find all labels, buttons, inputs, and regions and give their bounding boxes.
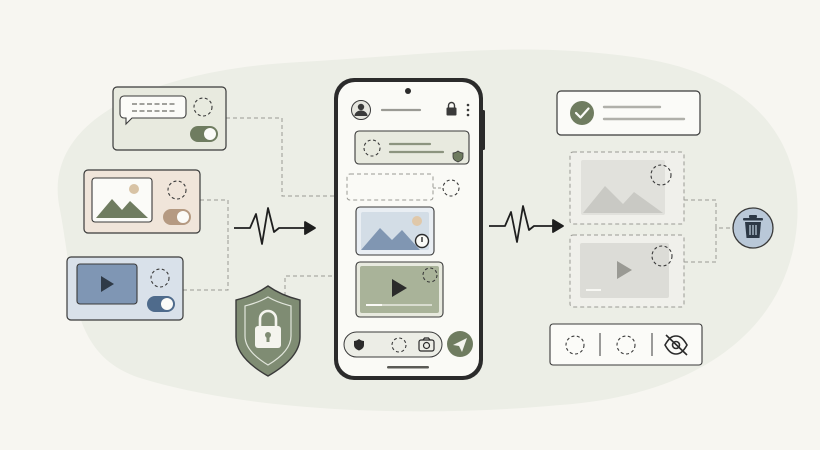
pulse-arrow-icon [489, 205, 564, 243]
eye-slash-icon[interactable] [664, 334, 688, 356]
send-button[interactable] [447, 331, 473, 357]
chat-header [351, 100, 470, 120]
left-message-card [112, 86, 227, 151]
right-checked-message-card [556, 90, 701, 136]
dashed-circle-icon [442, 179, 460, 197]
right-connectors [684, 199, 733, 263]
dashed-circle-icon [150, 268, 170, 288]
toggle-switch-off[interactable] [163, 209, 191, 225]
delete-button[interactable] [732, 207, 774, 249]
right-faded-photo-card [569, 151, 685, 225]
dashed-circle-icon [193, 97, 213, 117]
privacy-toolbar [549, 323, 703, 366]
dashed-circle-icon[interactable] [565, 335, 585, 355]
toggle-switch-on[interactable] [147, 296, 175, 312]
dashed-circle-icon [363, 139, 381, 157]
camera-icon[interactable] [418, 337, 435, 352]
lock-icon[interactable] [446, 101, 457, 116]
dashed-circle-icon [651, 245, 673, 267]
video-message[interactable] [355, 261, 444, 318]
placeholder-bubble [346, 173, 434, 201]
composer-bar [343, 331, 473, 358]
left-photo-card [83, 169, 201, 234]
video-icon [76, 263, 138, 305]
dashed-circle-icon [422, 267, 438, 283]
dashed-circle-icon[interactable] [391, 337, 407, 353]
check-circle-icon [570, 101, 594, 125]
toggle-switch-on[interactable] [190, 126, 218, 142]
home-indicator [387, 366, 429, 369]
dashed-circle-icon [167, 180, 187, 200]
more-vertical-icon[interactable] [466, 103, 470, 117]
dashed-circle-icon [650, 164, 672, 186]
chat-bubble-icon [119, 95, 187, 126]
pulse-arrow-icon [234, 207, 316, 245]
timer-icon [414, 233, 430, 249]
left-video-card [66, 256, 184, 321]
photo-message[interactable] [355, 206, 435, 256]
shield-icon[interactable] [354, 339, 364, 351]
image-icon [91, 177, 153, 223]
dashed-circle-icon[interactable] [616, 335, 636, 355]
front-camera [405, 88, 411, 94]
send-icon [453, 338, 467, 352]
shield-icon [452, 150, 464, 163]
message-bubble[interactable] [354, 130, 470, 165]
left-connectors [183, 117, 345, 310]
right-faded-video-card [569, 234, 685, 308]
smartphone [334, 78, 485, 380]
shield-lock-icon [235, 285, 301, 377]
